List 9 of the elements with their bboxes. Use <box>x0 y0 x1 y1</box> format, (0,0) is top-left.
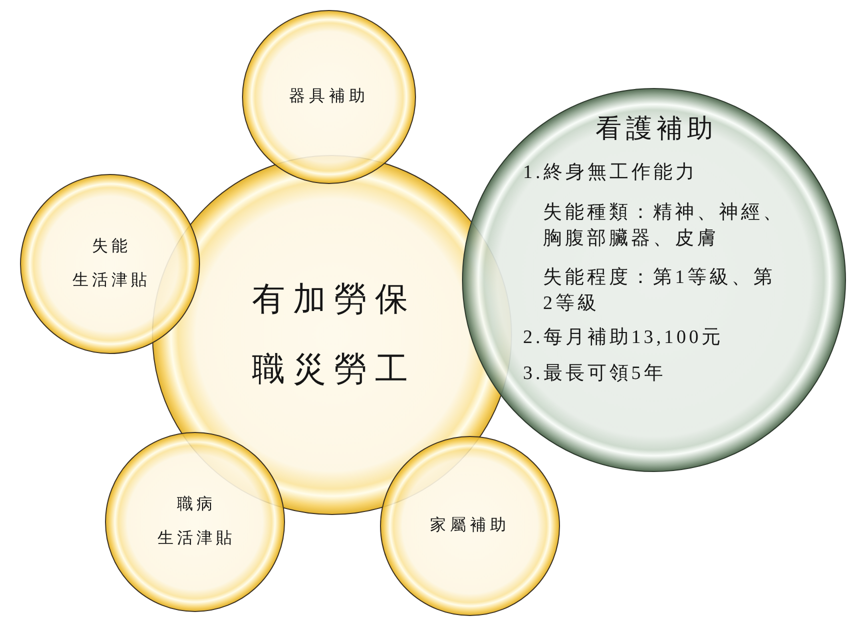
circle-label: 器具補助 <box>289 86 369 107</box>
circle-title: 看護補助 <box>594 113 718 145</box>
list-item: 3.最長可領5年 <box>523 362 666 386</box>
list-item: 2.每月補助13,100元 <box>523 326 724 350</box>
list-item: 失能程度：第1等級、第2等級 <box>543 266 776 316</box>
circle-label: 有加勞保職災勞工 <box>251 281 417 390</box>
circle-label: 家屬補助 <box>430 516 510 536</box>
list-item: 失能種類：精神、神經、胸腹部臟器、皮膚 <box>543 201 786 251</box>
list-item: 1.終身無工作能力 <box>523 161 698 185</box>
